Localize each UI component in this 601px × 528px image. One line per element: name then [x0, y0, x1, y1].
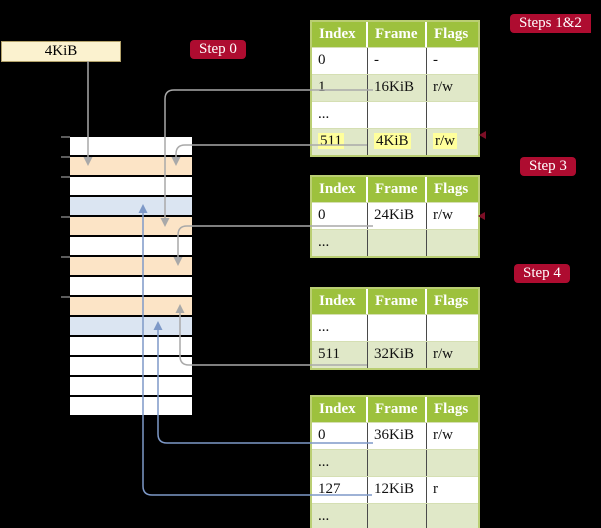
page-table-steps-1-2-row-3-cell-1: 4KiB [368, 129, 427, 155]
page-table-final-header-index: Index [312, 397, 368, 422]
page-table-final-row-0-cell-2: r/w [433, 427, 453, 443]
page-table-final-header-flags: Flags [434, 401, 469, 417]
page-table-step-4-header-flags: Flags [434, 293, 469, 309]
page-table-final-row-0-cell-1: 36KiB [368, 423, 427, 449]
page-table-steps-1-2-row-0-cell-0: 0 [312, 48, 368, 74]
page-table-step-4-header-frame: Frame [368, 289, 427, 314]
page-table-step-4-header-index: Index [312, 289, 368, 314]
page-table-final-row-1-cell-0: ... [312, 450, 368, 476]
highlighted-value: 4KiB [374, 133, 411, 149]
memory-frame-row-8-orange [70, 297, 192, 315]
page-table-steps-1-2-row-3-cell-2: r/w [427, 129, 478, 155]
memory-frame-row-5-white [70, 237, 192, 255]
physical-memory-column [70, 137, 192, 415]
page-table-step-4-row-1-cell-1: 32KiB [368, 342, 427, 368]
page-table-step-3-row-0-cell-1: 24KiB [368, 203, 427, 229]
step-4-badge: Step 4 [514, 264, 570, 283]
step-3-badge: Step 3 [520, 157, 576, 176]
step-0-badge: Step 0 [190, 40, 246, 59]
page-table-steps-1-2-row-3-cell-0: 511 [312, 129, 368, 155]
steps-1-2-badge: Steps 1&2 [510, 14, 591, 33]
frame-size-label: 4KiB [44, 43, 78, 59]
page-table-final-row-3-cell-0: ... [312, 504, 368, 528]
page-table-final-header-frame: Frame [368, 397, 427, 422]
page-table-step-4-row-0: ... [312, 314, 478, 341]
page-table-steps-1-2-row-1-cell-0: 1 [312, 75, 368, 101]
page-table-step-4-row-1-cell-2: r/w [433, 346, 453, 362]
page-table-step-3-row-1-cell-2 [427, 230, 478, 256]
page-table-final-row-1: ... [312, 449, 478, 476]
memory-frame-row-2-white [70, 177, 192, 195]
frame-size-box: 4KiB [1, 41, 121, 62]
page-table-step-3-row-0-cell-2: r/w [433, 207, 453, 223]
memory-frame-row-4-orange [70, 217, 192, 235]
page-table-steps-1-2-header-index: Index [312, 22, 368, 47]
page-table-steps-1-2-row-1-cell-1: 16KiB [368, 75, 427, 101]
highlighted-value: r/w [433, 133, 457, 149]
memory-frame-row-12-white [70, 377, 192, 395]
page-table-final-row-0-cell-0: 0 [312, 423, 368, 449]
memory-frame-row-0-white [70, 137, 192, 155]
page-table-final-row-1-cell-1 [368, 450, 427, 476]
page-table-step-3-row-0-cell-0: 0 [312, 203, 368, 229]
page-table-final-row-2-cell-2: r [433, 481, 438, 497]
memory-frame-row-3-blue [70, 197, 192, 215]
page-table-steps-1-2-row-2-cell-2 [427, 102, 478, 128]
page-table-step-3-row-1-cell-1 [368, 230, 427, 256]
page-table-final-row-3-cell-2 [427, 504, 478, 528]
page-table-final-row-1-cell-2 [427, 450, 478, 476]
page-table-step-3-row-1-cell-0: ... [312, 230, 368, 256]
page-table-step-4-row-0-cell-2 [427, 315, 478, 341]
page-table-steps-1-2-row-3: 511 4KiB r/w [312, 128, 478, 155]
red-marker-entry-511-icon [479, 131, 486, 139]
page-table-step-3-header-flags: Flags [434, 181, 469, 197]
page-table-step-4-row-1-cell-0: 511 [312, 342, 368, 368]
page-table-final-row-3: ... [312, 503, 478, 528]
page-table-steps-1-2-header-flags: Flags [434, 26, 469, 42]
page-table-step-3-header-frame: Frame [368, 177, 427, 202]
memory-frame-row-7-white [70, 277, 192, 295]
memory-frame-row-10-white [70, 337, 192, 355]
memory-frame-row-6-orange [70, 257, 192, 275]
memory-frame-row-9-blue [70, 317, 192, 335]
page-table-steps-1-2-row-2-cell-0: ... [312, 102, 368, 128]
page-table-steps-1-2-header-frame: Frame [368, 22, 427, 47]
page-table-steps-1-2-row-2: ... [312, 101, 478, 128]
page-table-steps-1-2-row-2-cell-1 [368, 102, 427, 128]
page-table-final-row-3-cell-1 [368, 504, 427, 528]
memory-frame-row-1-orange [70, 157, 192, 175]
page-table-steps-1-2-row-0-cell-1: - [368, 48, 427, 74]
page-table-steps-1-2-row-1-cell-2: r/w [433, 79, 453, 95]
memory-frame-row-11-white [70, 357, 192, 375]
page-table-step-4-row-0-cell-1 [368, 315, 427, 341]
page-table-step-4-row-0-cell-0: ... [312, 315, 368, 341]
page-table-steps-1-2-row-0-cell-2: - [433, 52, 438, 68]
page-table-step-3-row-1: ... [312, 229, 478, 256]
page-table-step-3-header-index: Index [312, 177, 368, 202]
page-table-steps-1-2-row-0: 0-- [312, 47, 478, 74]
page-table-final-row-2-cell-0: 127 [312, 477, 368, 503]
page-table-final-row-2-cell-1: 12KiB [368, 477, 427, 503]
highlighted-value: 511 [318, 133, 344, 149]
memory-frame-row-13-white [70, 397, 192, 415]
